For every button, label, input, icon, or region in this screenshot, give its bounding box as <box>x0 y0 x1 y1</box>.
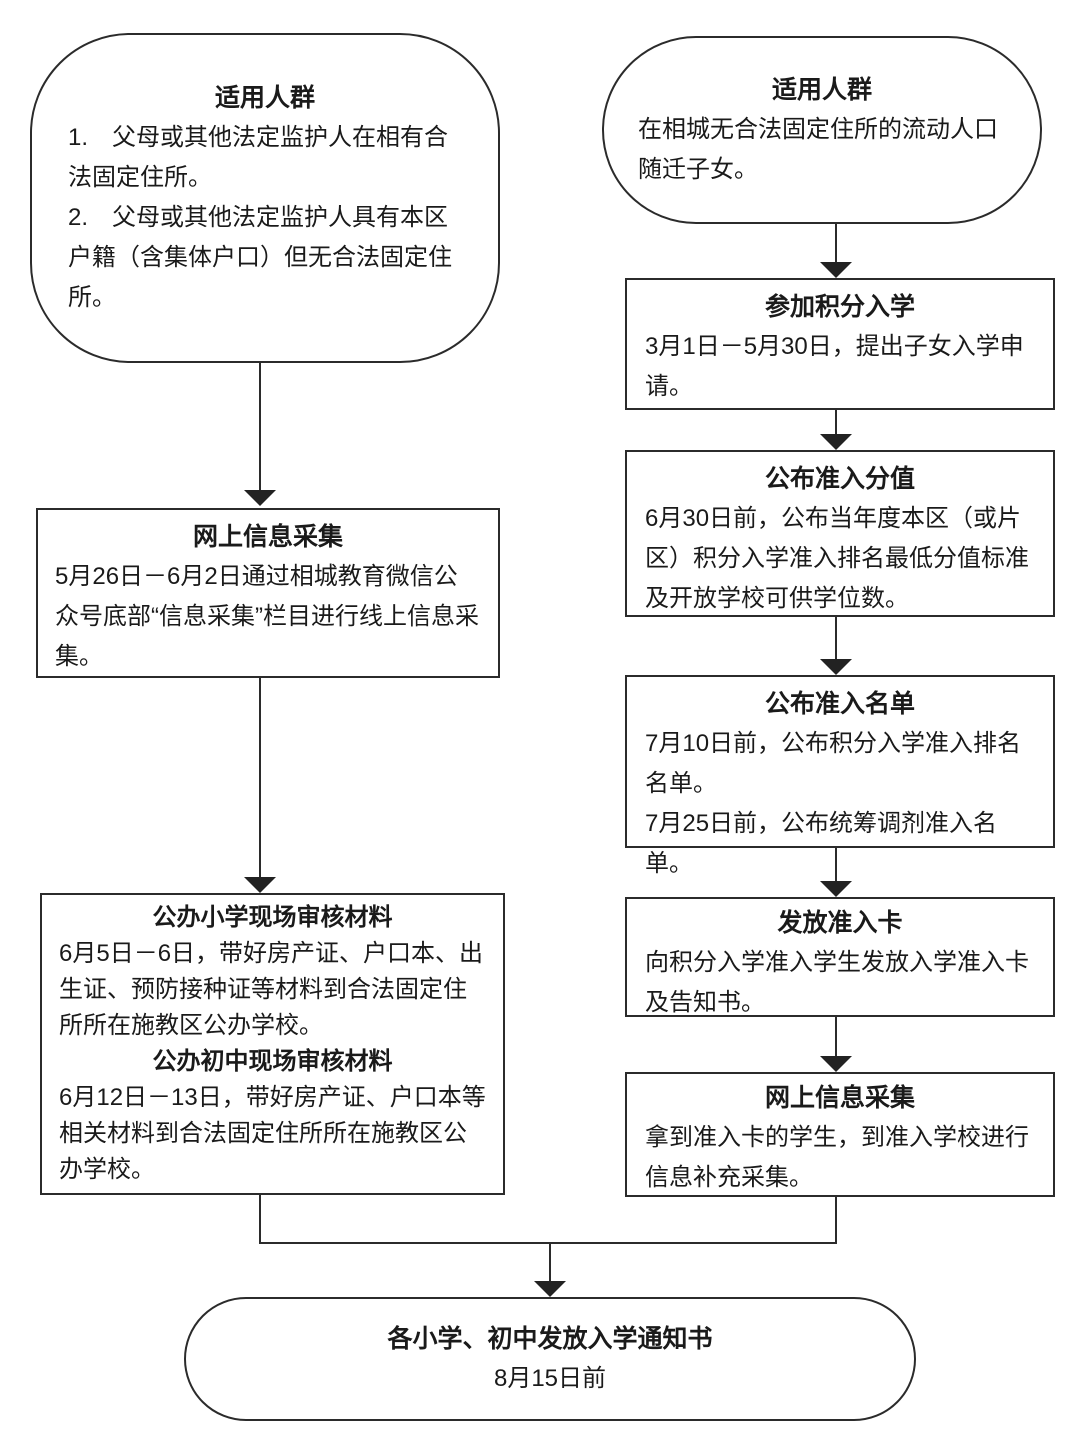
onsite-review-secondary-body: 6月12日－13日，带好房产证、户口本等相关材料到合法固定住所所在施教区公办学校… <box>59 1084 486 1183</box>
onsite-review-primary-body: 6月5日－6日，带好房产证、户口本、出生证、预防接种证等材料到合法固定住所所在施… <box>59 940 484 1039</box>
arrow-down-icon <box>534 1281 566 1297</box>
online-collection-left-title: 网上信息采集 <box>192 523 343 551</box>
node-online-collection-left: 网上信息采集 5月26日－6月2日通过相城教育微信公众号底部“信息采集”栏目进行… <box>36 508 500 678</box>
node-onsite-review: 公办小学现场审核材料 6月5日－6日，带好房产证、户口本、出生证、预防接种证等材… <box>40 893 505 1195</box>
onsite-review-secondary-title: 公办初中现场审核材料 <box>152 1048 393 1075</box>
node-step-publish-score: 公布准入分值 6月30日前，公布当年度本区（或片区）积分入学准入排名最低分值标准… <box>625 450 1055 617</box>
step-publish-list-line-1: 7月10日前，公布积分入学准入排名名单。 <box>645 730 1022 797</box>
connector-right-5 <box>835 1017 837 1056</box>
node-step-publish-list: 公布准入名单 7月10日前，公布积分入学准入排名名单。 7月25日前，公布统筹调… <box>625 675 1055 877</box>
connector-right-4 <box>835 848 837 881</box>
arrow-down-icon <box>244 877 276 893</box>
step-issue-card-title: 发放准入卡 <box>777 909 903 937</box>
audience-left-title: 适用人群 <box>214 84 315 112</box>
node-step-issue-card: 发放准入卡 向积分入学准入学生发放入学准入卡及告知书。 <box>625 897 1055 1017</box>
arrow-down-icon <box>820 659 852 675</box>
online-collection-right-body: 拿到准入卡的学生，到准入学校进行信息补充采集。 <box>645 1124 1029 1191</box>
node-step-apply-points: 参加积分入学 3月1日－5月30日，提出子女入学申请。 <box>625 278 1055 410</box>
node-audience-left: 适用人群 1. 父母或其他法定监护人在相有合法固定住所。 2. 父母或其他法定监… <box>30 33 500 363</box>
audience-right-title: 适用人群 <box>771 76 872 104</box>
step-apply-points-title: 参加积分入学 <box>764 293 915 321</box>
step-publish-score-title: 公布准入分值 <box>764 465 915 493</box>
arrow-down-icon <box>820 434 852 450</box>
step-publish-list-title: 公布准入名单 <box>764 690 915 718</box>
connector-merge-down <box>549 1244 551 1281</box>
online-collection-left-body: 5月26日－6月2日通过相城教育微信公众号底部“信息采集”栏目进行线上信息采集。 <box>55 563 479 670</box>
node-online-collection-right: 网上信息采集 拿到准入卡的学生，到准入学校进行信息补充采集。 <box>625 1072 1055 1197</box>
audience-right-body: 在相城无合法固定住所的流动人口随迁子女。 <box>638 116 998 183</box>
connector-left-1 <box>259 362 261 492</box>
audience-left-item-1: 1. 父母或其他法定监护人在相有合法固定住所。 <box>68 124 449 191</box>
step-issue-card-body: 向积分入学准入学生发放入学准入卡及告知书。 <box>645 949 1029 1016</box>
connector-merge-right <box>835 1197 837 1244</box>
arrow-down-icon <box>244 490 276 506</box>
audience-left-item-2: 2. 父母或其他法定监护人具有本区户籍（含集体户口）但无合法固定住所。 <box>68 204 452 311</box>
onsite-review-primary-title: 公办小学现场审核材料 <box>152 904 393 931</box>
step-publish-list-line-2: 7月25日前，公布统筹调剂准入名单。 <box>645 810 998 877</box>
connector-merge-left <box>259 1195 261 1244</box>
node-audience-right: 适用人群 在相城无合法固定住所的流动人口随迁子女。 <box>602 36 1042 224</box>
connector-merge-horizontal <box>259 1242 837 1244</box>
connector-right-2 <box>835 410 837 434</box>
online-collection-right-title: 网上信息采集 <box>764 1084 915 1112</box>
connector-right-1 <box>835 224 837 262</box>
arrow-down-icon <box>820 262 852 278</box>
step-apply-points-body: 3月1日－5月30日，提出子女入学申请。 <box>645 333 1024 400</box>
step-publish-score-body: 6月30日前，公布当年度本区（或片区）积分入学准入排名最低分值标准及开放学校可供… <box>645 505 1029 612</box>
connector-right-3 <box>835 617 837 659</box>
arrow-down-icon <box>820 1056 852 1072</box>
arrow-down-icon <box>820 881 852 897</box>
end-notice-date: 8月15日前 <box>493 1365 607 1392</box>
node-end-notice: 各小学、初中发放入学通知书 8月15日前 <box>184 1297 916 1421</box>
end-notice-title: 各小学、初中发放入学通知书 <box>387 1325 713 1353</box>
connector-left-2 <box>259 678 261 877</box>
